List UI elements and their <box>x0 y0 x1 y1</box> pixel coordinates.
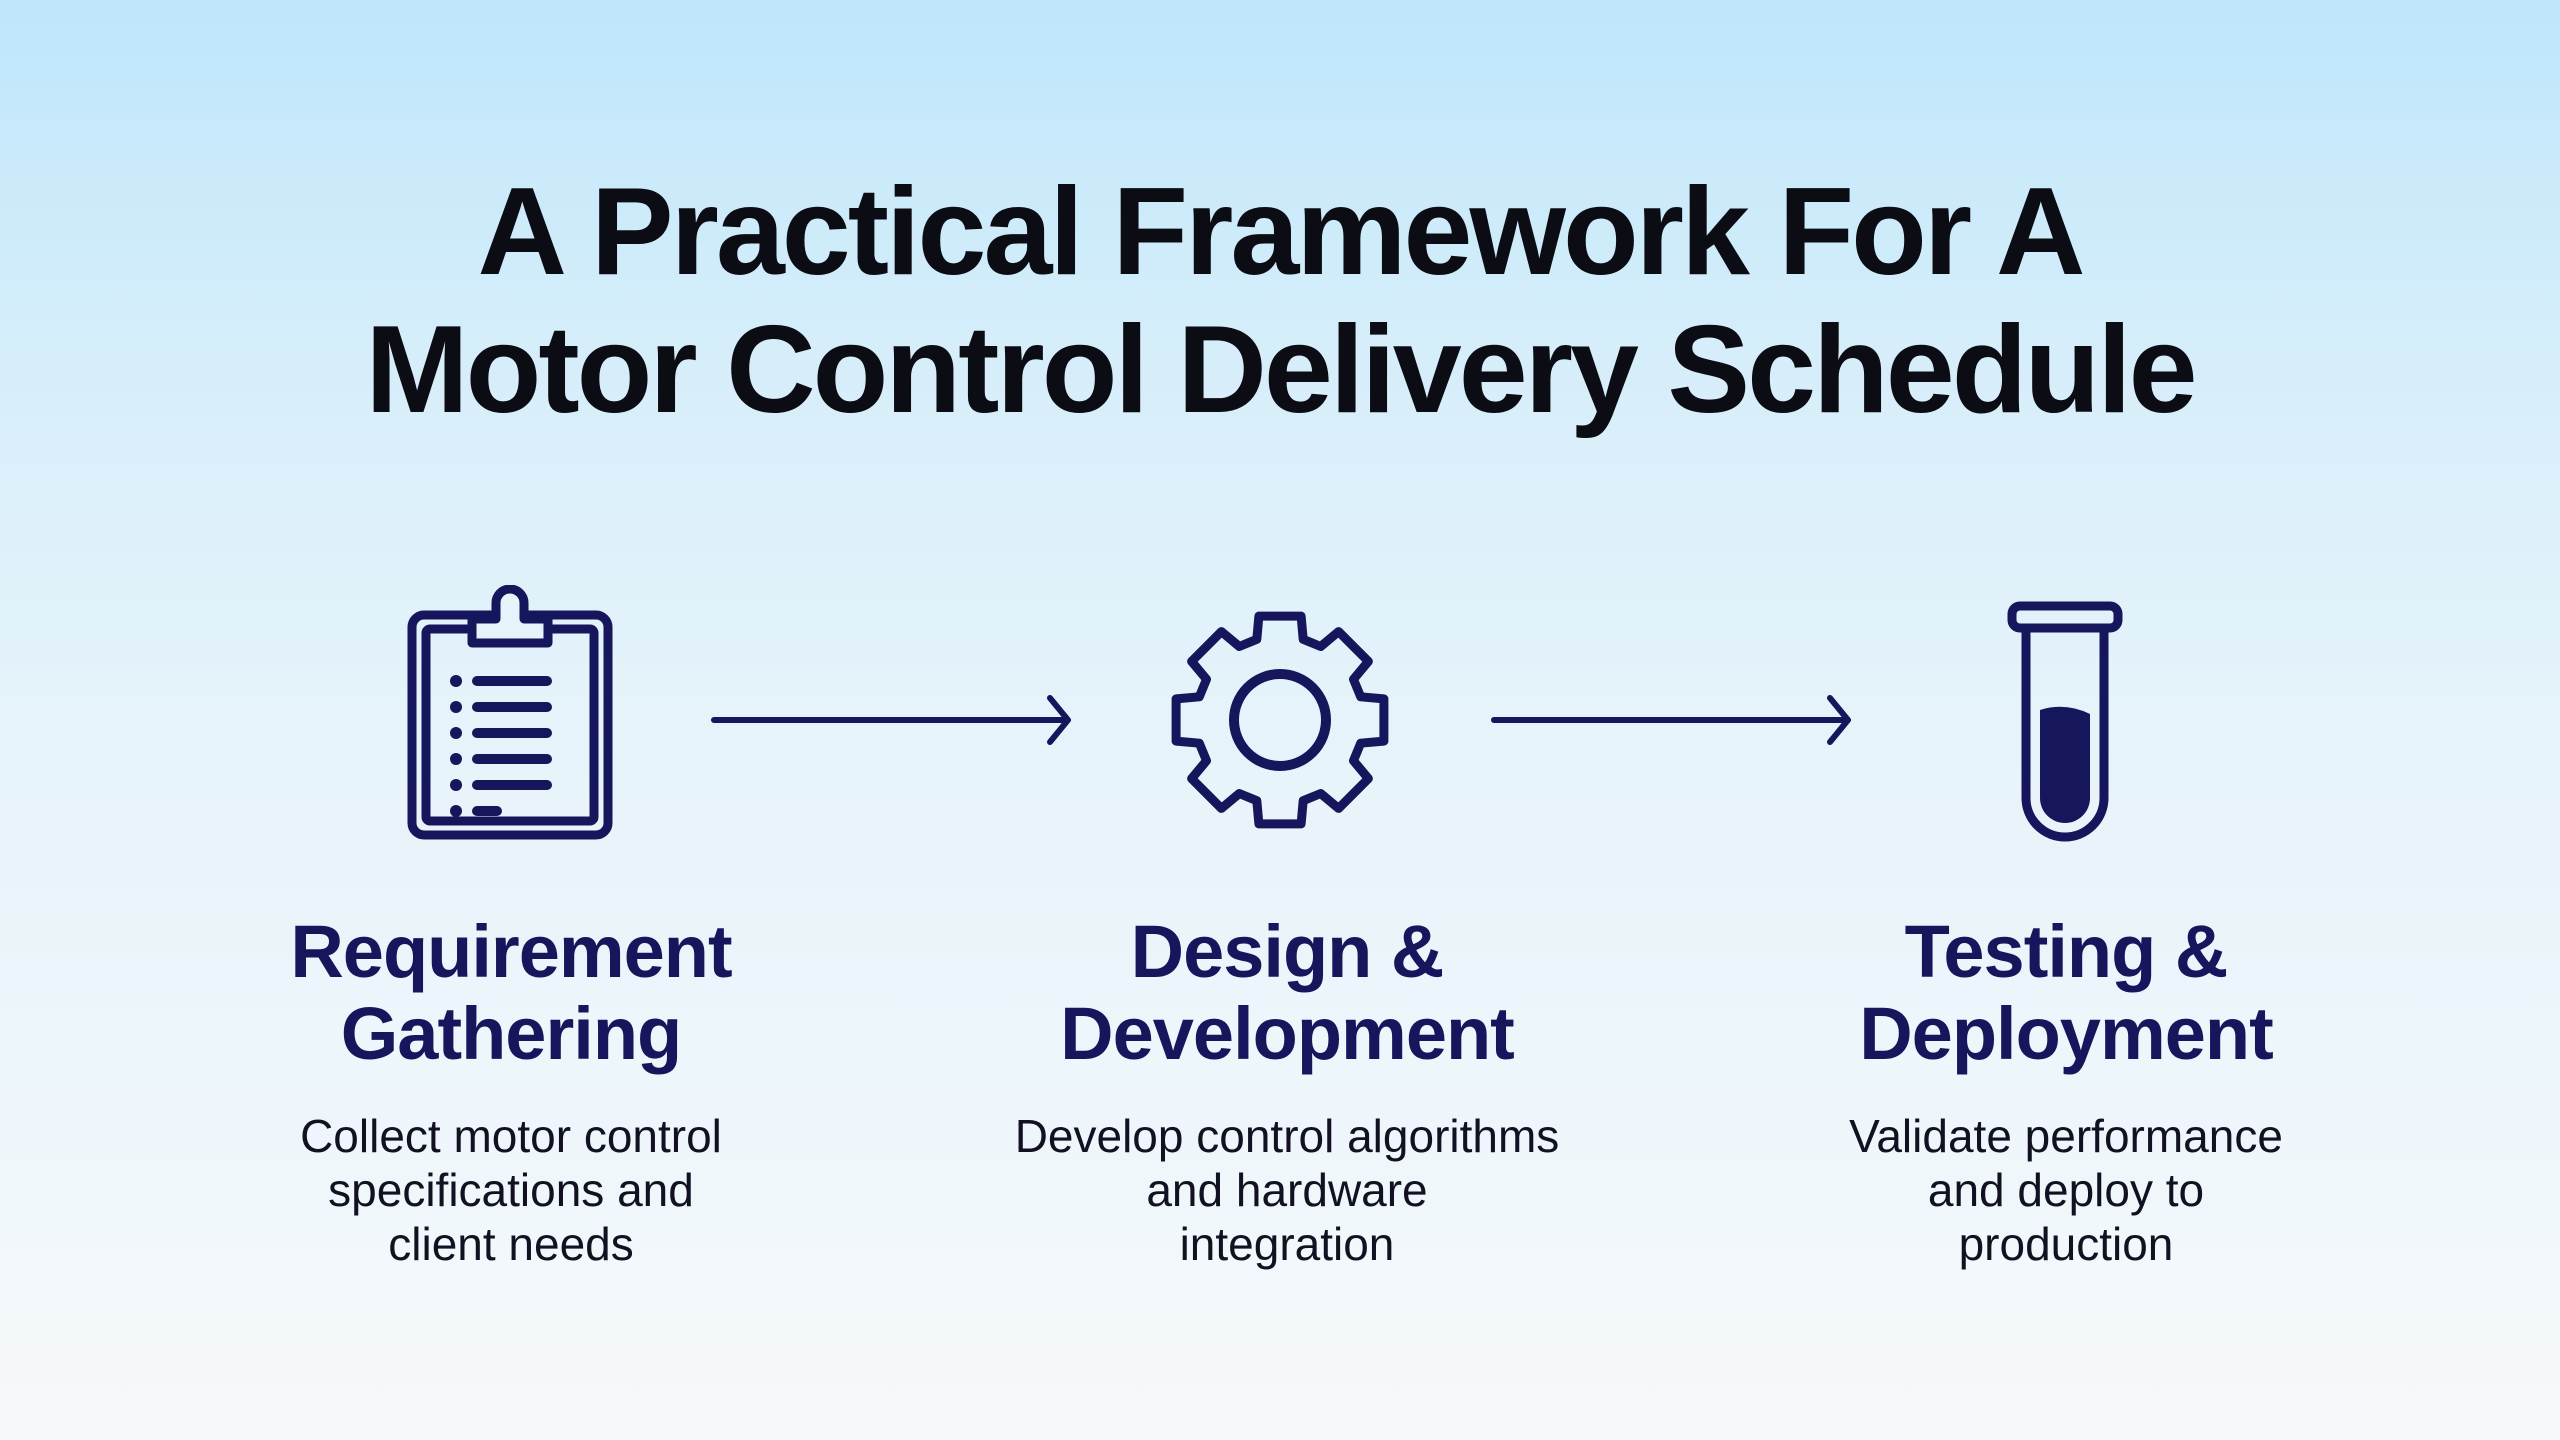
step-title-line1: Design & <box>1130 910 1445 993</box>
step-desc: Collect motor control <box>300 1110 722 1162</box>
step-desc: production <box>1958 1218 2174 1270</box>
arrow-icon <box>711 695 1071 745</box>
step-testing-deployment: Testing &Deployment Validate performance… <box>1716 911 2416 1271</box>
step-desc: and deploy to <box>1927 1164 2205 1216</box>
step-desc: and hardware <box>1146 1164 1428 1216</box>
step-title-line2: Deployment <box>1859 992 2274 1075</box>
step-title-line1: Requirement <box>290 910 732 993</box>
title-line-2: Motor Control Delivery Schedule <box>365 301 2197 439</box>
step-desc: Validate performance <box>1849 1110 2283 1162</box>
step-design-development: Design &Development Develop control algo… <box>937 911 1637 1271</box>
step-desc: Develop control algorithms <box>1014 1110 1560 1162</box>
clipboard-icon <box>407 585 613 840</box>
step-desc: specifications and <box>328 1164 694 1216</box>
step-title-line2: Development <box>1060 992 1515 1075</box>
test-tube-icon <box>2007 601 2123 842</box>
step-desc: integration <box>1179 1218 1395 1270</box>
step-title-line1: Testing & <box>1904 910 2229 993</box>
arrow-icon <box>1491 695 1851 745</box>
title-line-1: A Practical Framework For A <box>477 163 2085 301</box>
step-desc: client needs <box>388 1218 634 1270</box>
gear-icon <box>1171 611 1389 829</box>
step-title-line2: Gathering <box>340 992 682 1075</box>
